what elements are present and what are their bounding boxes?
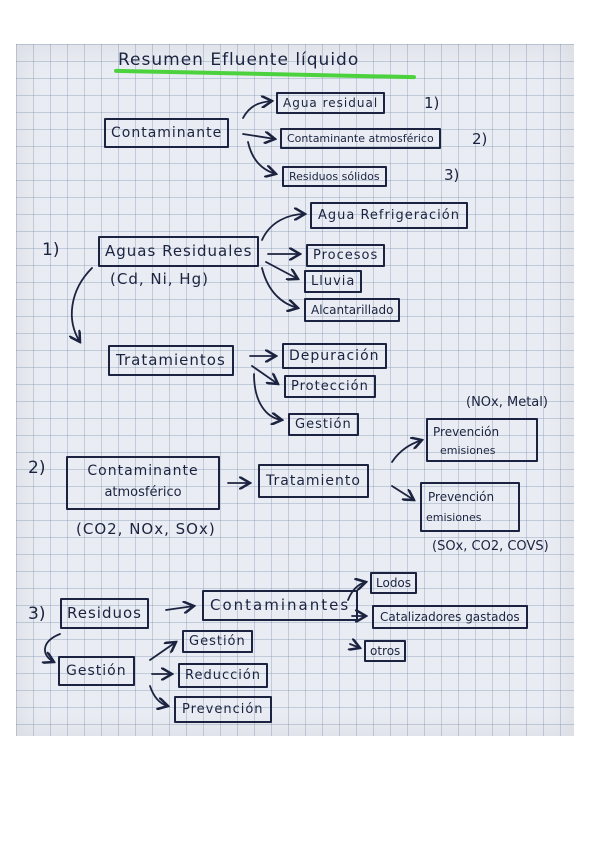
lodos-box: Lodos [370, 572, 418, 594]
atmospheric-gases-note: (CO2, NOx, SOx) [76, 520, 216, 538]
root-contaminante-box: Contaminante [104, 118, 230, 148]
branch-residuos-solidos: Residuos sólidos [282, 166, 387, 187]
prevencion-emisiones-bottom-box: Prevención emisiones [420, 482, 520, 532]
prevencion-top-line2: emisiones [440, 444, 496, 457]
arrow-gestion-to-prevencion [149, 685, 168, 706]
aguas-residuales-metals-note: (Cd, Ni, Hg) [110, 270, 209, 288]
arrow-residuos-to-contam [165, 606, 194, 610]
depuracion-box: Depuración [282, 343, 387, 369]
lluvia-box: Lluvia [304, 270, 363, 293]
proteccion-box: Protección [284, 375, 376, 398]
notebook-page [16, 44, 574, 736]
agua-refrigeracion-box: Agua Refrigeración [310, 202, 468, 229]
branch-1-number: 1) [424, 94, 440, 112]
arrow-root-to-atmos [242, 134, 275, 139]
arrow-root-to-residuos [247, 141, 276, 174]
catalizadores-gastados-box: Catalizadores gastados [372, 605, 528, 629]
arrow-aguas-to-refrig [261, 214, 305, 241]
arrow-aguas-to-lluvia [265, 261, 298, 279]
aguas-residuales-box: Aguas Residuales [98, 236, 260, 267]
reduccion-box: Reducción [178, 663, 269, 688]
tratamientos-box: Tratamientos [108, 345, 234, 376]
tratamiento-box: Tratamiento [258, 464, 369, 498]
prevencion-top-line1: Prevención [433, 425, 500, 439]
arrow-gestion-to-gestion [149, 642, 176, 661]
arrow-trat-to-prev-top [391, 440, 422, 463]
arrow-trat-to-gestion [253, 373, 282, 420]
alcantarillado-box: Alcantarillado [304, 298, 401, 322]
contaminantes-box: Contaminantes [202, 590, 359, 621]
procesos-box: Procesos [306, 244, 386, 267]
section-3-number: 3) [28, 604, 46, 624]
nox-metal-note: (NOx, Metal) [466, 395, 548, 410]
gestion-child-box: Gestión [182, 630, 253, 653]
contaminante-atmosferico-line2: atmosférico [104, 485, 182, 500]
prevencion-box-s3: Prevención [174, 696, 272, 723]
branch-contaminante-atmosferico: Contaminante atmosférico [280, 128, 441, 149]
otros-box: otros [364, 640, 407, 662]
arrow-contam-to-otros [350, 644, 360, 648]
section-2-number: 2) [28, 458, 46, 478]
arrow-contam-to-lodos [347, 582, 366, 601]
branch-agua-residual: Agua residual [276, 92, 386, 114]
arrow-residuos-to-gestion [45, 633, 61, 662]
branch-2-number: 2) [472, 130, 488, 148]
contaminante-atmosferico-line1: Contaminante [87, 463, 199, 479]
arrow-aguas-to-alcant [261, 267, 298, 308]
contaminante-atmosferico-box: Contaminante atmosférico [66, 456, 220, 510]
prevencion-emisiones-top-box: Prevención emisiones [426, 418, 538, 462]
residuos-box: Residuos [60, 598, 149, 629]
arrow-aguas-to-tratamientos [72, 267, 93, 342]
section-1-number: 1) [42, 240, 60, 260]
arrow-trat-to-proteccion [251, 365, 278, 384]
prevencion-bottom-line2: emisiones [426, 511, 482, 524]
gestion-box-s3: Gestión [58, 656, 135, 686]
prevencion-bottom-line1: Prevención [428, 490, 495, 504]
sox-co2-covs-note: (SOx, CO2, COVS) [432, 539, 549, 554]
gestion-box-s1: Gestión [288, 413, 359, 436]
page-title: Resumen Efluente líquido [118, 50, 360, 70]
arrow-trat-to-prev-bottom [391, 485, 414, 500]
arrow-root-to-agua [242, 101, 272, 119]
branch-3-number: 3) [444, 166, 460, 184]
